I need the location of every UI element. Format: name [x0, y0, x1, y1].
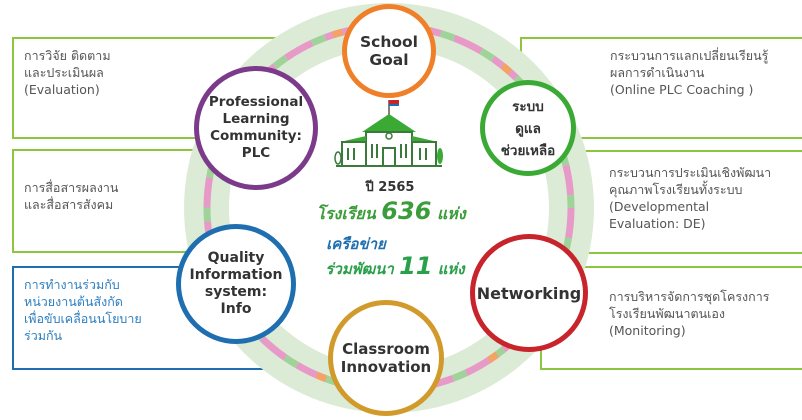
school-goal-label: School Goal [360, 33, 418, 69]
plc-label: Professional Learning Community: PLC [208, 94, 304, 161]
center-network-line-1: เครือข่าย [326, 235, 386, 253]
de-line-4: Evaluation: DE) [609, 216, 706, 231]
de-line-1: กระบวนการประเมินเชิงพัฒนา [609, 165, 772, 180]
plc-coaching-line-1: กระบวนการแลกเปลี่ยนเรียนรู้ [610, 48, 769, 63]
support-system-label: ระบบ ดูแล ช่วยเหลือ [500, 99, 556, 159]
network-count: 11 [399, 252, 433, 280]
de-line-2: คุณภาพโรงเรียนทั้งระบบ [609, 182, 743, 197]
communication-line-1: การสื่อสารผลงาน [24, 180, 119, 195]
monitoring-line-3: (Monitoring) [609, 323, 686, 338]
network-suffix: แห่ง [437, 260, 465, 278]
quality-info-label: Quality Information system: Info [189, 250, 283, 317]
schools-prefix: โรงเรียน [316, 204, 376, 223]
classroom-innovation-node: Classroom Innovation [328, 300, 444, 416]
policy-line-4: ร่วมกัน [24, 328, 63, 343]
de-line-3: (Developmental [609, 199, 710, 214]
plc-coaching-line-3: (Online PLC Coaching ) [610, 82, 754, 97]
evaluation-line-2: และประเมินผล [24, 65, 104, 80]
schools-suffix: แห่ง [436, 204, 466, 223]
school-building-icon [334, 100, 443, 167]
plc-coaching-line-2: ผลการดำเนินงาน [610, 65, 705, 80]
evaluation-line-1: การวิจัย ติดตาม [24, 48, 111, 63]
policy-line-1: การทำงานร่วมกับ [24, 277, 120, 292]
policy-line-3: เพื่อขับเคลื่อนนโยบาย [24, 311, 142, 326]
monitoring-line-2: โรงเรียนพัฒนาตนเอง [609, 306, 726, 321]
evaluation-line-3: (Evaluation) [24, 82, 100, 97]
center-network-line-2: ร่วมพัฒนา 11 แห่ง [300, 252, 490, 281]
center-schools: โรงเรียน 636 แห่ง [296, 197, 486, 227]
classroom-innovation-label: Classroom Innovation [340, 340, 432, 376]
schools-count: 636 [381, 197, 432, 225]
networking-node: Networking [470, 234, 588, 352]
monitoring-line-1: การบริหารจัดการชุดโครงการ [609, 289, 770, 304]
support-system-node: ระบบ ดูแล ช่วยเหลือ [480, 80, 576, 176]
quality-info-node: Quality Information system: Info [176, 224, 296, 344]
policy-line-2: หน่วยงานต้นสังกัด [24, 294, 123, 309]
school-goal-node: School Goal [342, 4, 436, 98]
plc-node: Professional Learning Community: PLC [194, 66, 318, 190]
networking-label: Networking [476, 283, 582, 303]
network-prefix: ร่วมพัฒนา [325, 260, 394, 278]
center-year: ปี 2565 [365, 180, 415, 195]
communication-line-2: และสื่อสารสังคม [24, 197, 114, 212]
